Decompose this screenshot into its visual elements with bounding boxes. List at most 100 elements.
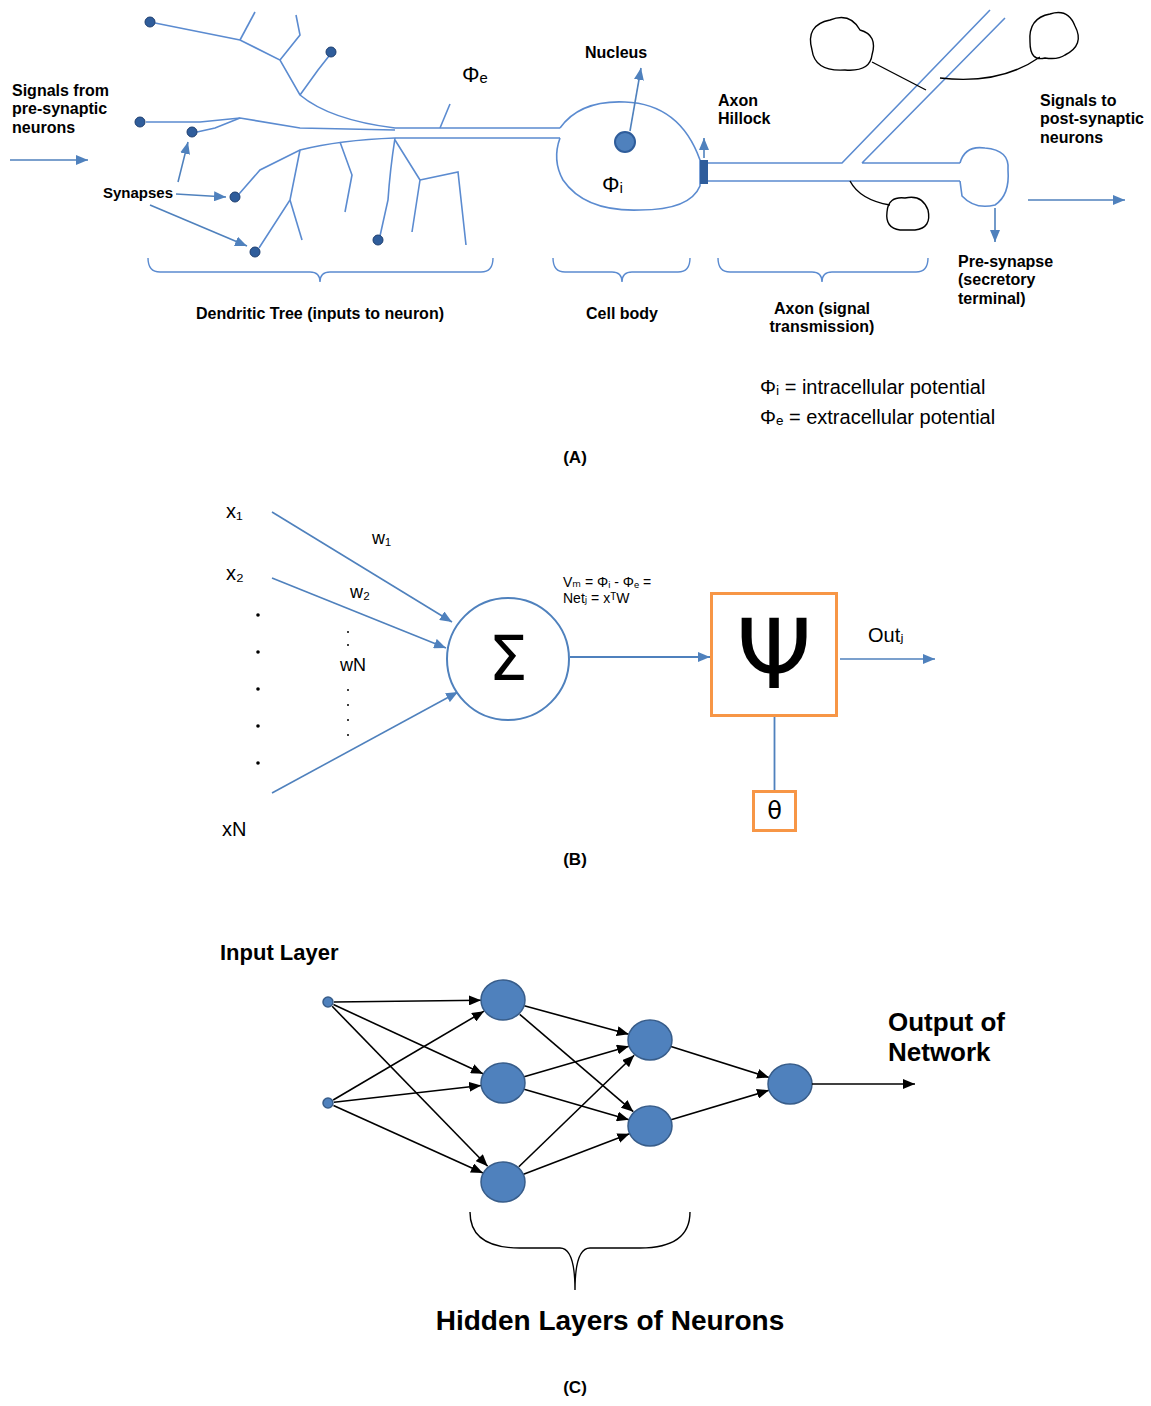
legend-note: Φₑ = extracellular potential <box>760 406 995 429</box>
dendritic-tree <box>280 15 300 60</box>
part-label: Pre-synapse (secretory terminal) <box>958 253 1076 308</box>
axon-terminal <box>850 181 890 205</box>
weight-label: w₁ <box>372 528 391 549</box>
equation-label: Vₘ = Φᵢ - Φₑ = Netⱼ = xᵀW <box>563 574 668 606</box>
network-neuron <box>628 1020 672 1060</box>
weight-label: wN <box>340 655 366 676</box>
ellipsis-dot <box>347 689 349 691</box>
pointer-arrow <box>176 194 226 197</box>
dendritic-tree <box>239 138 395 194</box>
input-label: xN <box>222 818 246 841</box>
network-neuron <box>481 1162 525 1202</box>
axon <box>708 10 1008 206</box>
bracket <box>148 258 928 282</box>
dendritic-tree <box>240 12 255 40</box>
pointer-arrow <box>178 142 188 182</box>
network-arrow <box>333 1105 482 1172</box>
input-label: x₁ <box>226 500 243 523</box>
synapse-dot <box>250 247 260 257</box>
brace <box>470 1212 690 1290</box>
threshold-box: θ <box>752 790 797 832</box>
dendritic-tree <box>155 23 395 128</box>
network-arrow <box>671 1047 769 1078</box>
ellipsis-dot <box>347 734 349 736</box>
ellipsis-dot <box>256 613 349 765</box>
dendritic-tree <box>395 128 560 138</box>
axon-terminal <box>810 18 873 71</box>
pointer-arrow <box>630 68 641 131</box>
activation-box: Ψ <box>710 592 838 717</box>
pointer-arrow <box>1028 199 1125 201</box>
axon-terminal <box>887 197 929 230</box>
dendritic-tree <box>340 142 352 212</box>
network-neuron <box>323 997 333 1007</box>
ellipsis-dot <box>256 724 260 728</box>
cell-body <box>557 102 700 210</box>
network-neuron <box>481 1063 525 1103</box>
network-arrow <box>520 1014 634 1111</box>
node-symbol: θ <box>767 799 782 823</box>
panel-label: (A) <box>545 448 605 468</box>
axon-hillock <box>700 160 708 184</box>
dendritic-tree <box>380 138 395 236</box>
dendritic-tree <box>197 118 240 132</box>
input-label: x₂ <box>226 562 244 585</box>
potential-symbol: Φₑ <box>462 62 488 87</box>
axon-terminal <box>810 13 1078 231</box>
synapse-dot <box>373 235 383 245</box>
synapse-dot <box>135 17 383 257</box>
panel-label: (C) <box>545 1378 605 1398</box>
network-arrow <box>334 1085 481 1102</box>
pointer-arrow <box>703 138 705 158</box>
potential-symbol: Φᵢ <box>602 172 623 197</box>
dendritic-tree <box>420 172 466 245</box>
network-arrow <box>519 1055 634 1166</box>
axon-terminal <box>1030 13 1079 59</box>
legend-note: Φᵢ = intracellular potential <box>760 376 985 399</box>
network-neuron <box>323 1098 333 1108</box>
network-neuron <box>481 980 525 1020</box>
network-arrow <box>524 1006 629 1034</box>
signal-label: Signals to post-synaptic neurons <box>1040 92 1145 147</box>
network-neuron <box>628 1106 672 1146</box>
bracket <box>553 258 690 282</box>
output-label: Outⱼ <box>868 624 904 647</box>
ellipsis-dot <box>256 761 260 765</box>
cell-body <box>615 132 635 152</box>
connector <box>570 656 710 658</box>
axon-terminal <box>872 62 926 90</box>
cell-body <box>557 102 700 210</box>
dendritic-tree <box>395 140 420 232</box>
layer-label: Hidden Layers of Neurons <box>400 1305 820 1337</box>
node-symbol: Σ <box>488 628 527 690</box>
axon-terminal <box>940 57 1040 79</box>
ellipsis-dot <box>256 687 260 691</box>
dendritic-tree <box>440 104 450 128</box>
ellipsis-dot <box>256 650 260 654</box>
network-arrow <box>333 1005 483 1074</box>
layer-label: Input Layer <box>220 940 339 965</box>
ellipsis-dot <box>347 644 349 646</box>
input-line <box>272 512 452 622</box>
part-label: Synapses <box>103 184 173 201</box>
input-line <box>272 578 446 648</box>
network-neuron <box>323 980 812 1202</box>
ellipsis-dot <box>347 704 349 706</box>
output-label: Output of Network <box>888 1008 1048 1068</box>
synapse-dot <box>326 47 336 57</box>
pointer-arrow <box>994 208 996 242</box>
signal-label: Signals from pre-synaptic neurons <box>12 82 112 137</box>
synapse-dot <box>187 127 197 137</box>
synapse-dot <box>145 17 155 27</box>
ellipsis-dot <box>347 631 349 633</box>
summation-circle: Σ <box>446 597 570 721</box>
dendritic-tree <box>290 200 302 240</box>
network-arrow <box>524 1134 630 1174</box>
dendritic-tree <box>300 56 329 95</box>
bracket <box>148 258 493 282</box>
synapse-dot <box>230 192 240 202</box>
network-arrow <box>524 1089 629 1120</box>
ellipsis-dot <box>347 719 349 721</box>
